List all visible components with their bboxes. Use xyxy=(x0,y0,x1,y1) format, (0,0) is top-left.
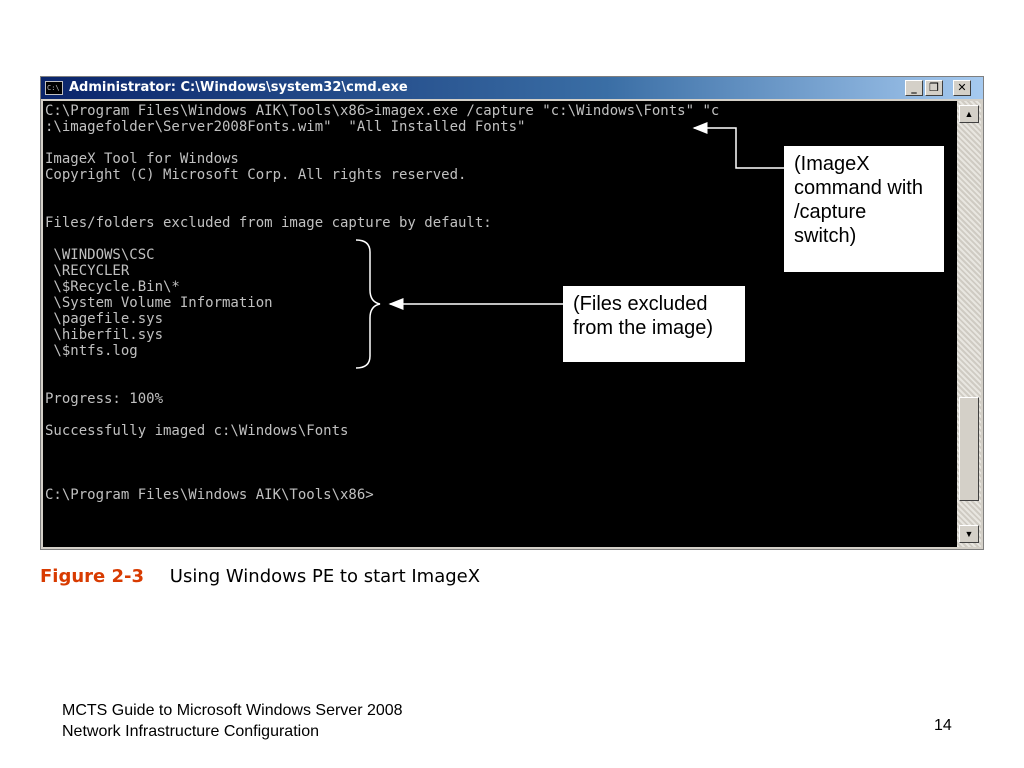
console-prompt: C:\Program Files\Windows AIK\Tools\x86> xyxy=(45,487,374,503)
console-line: \pagefile.sys xyxy=(45,311,164,327)
console-line: \hiberfil.sys xyxy=(45,327,164,343)
footer-line-1: MCTS Guide to Microsoft Windows Server 2… xyxy=(62,702,403,719)
vertical-scrollbar[interactable]: ▲ ▼ xyxy=(957,101,981,547)
maximize-button[interactable]: ❐ xyxy=(925,80,943,96)
console-line: Successfully imaged c:\Windows\Fonts xyxy=(45,423,349,439)
console-line: \RECYCLER xyxy=(45,263,130,279)
figure-caption: Figure 2-3 Using Windows PE to start Ima… xyxy=(40,566,480,587)
figure-title: Using Windows PE to start ImageX xyxy=(169,566,481,587)
scroll-up-button[interactable]: ▲ xyxy=(959,105,979,123)
figure-number: Figure 2-3 xyxy=(40,566,145,587)
console-line: Copyright (C) Microsoft Corp. All rights… xyxy=(45,167,467,183)
scroll-down-button[interactable]: ▼ xyxy=(959,525,979,543)
console-line: \WINDOWS\CSC xyxy=(45,247,155,263)
title-bar[interactable]: C:\ Administrator: C:\Windows\system32\c… xyxy=(41,77,983,99)
minimize-button[interactable]: _ xyxy=(905,80,923,96)
console-line: \$Recycle.Bin\* xyxy=(45,279,180,295)
console-line: \System Volume Information xyxy=(45,295,273,311)
scroll-thumb[interactable] xyxy=(959,397,979,501)
cmd-icon: C:\ xyxy=(45,81,63,95)
console-line: C:\Program Files\Windows AIK\Tools\x86>i… xyxy=(45,103,720,119)
footer-line-2: Network Infrastructure Configuration xyxy=(62,723,319,740)
console-line: Files/folders excluded from image captur… xyxy=(45,215,492,231)
callout-imagex-command: (ImageX command with /capture switch) xyxy=(784,146,944,272)
console-line: Progress: 100% xyxy=(45,391,164,407)
callout-files-excluded: (Files excluded from the image) xyxy=(563,286,745,362)
page-number: 14 xyxy=(934,717,952,734)
footer: MCTS Guide to Microsoft Windows Server 2… xyxy=(62,700,403,742)
window-title: Administrator: C:\Windows\system32\cmd.e… xyxy=(69,80,408,95)
console-line: \$ntfs.log xyxy=(45,343,138,359)
console-line: ImageX Tool for Windows xyxy=(45,151,239,167)
close-button[interactable]: ✕ xyxy=(953,80,971,96)
console-line: :\imagefolder\Server2008Fonts.wim" "All … xyxy=(45,119,526,135)
